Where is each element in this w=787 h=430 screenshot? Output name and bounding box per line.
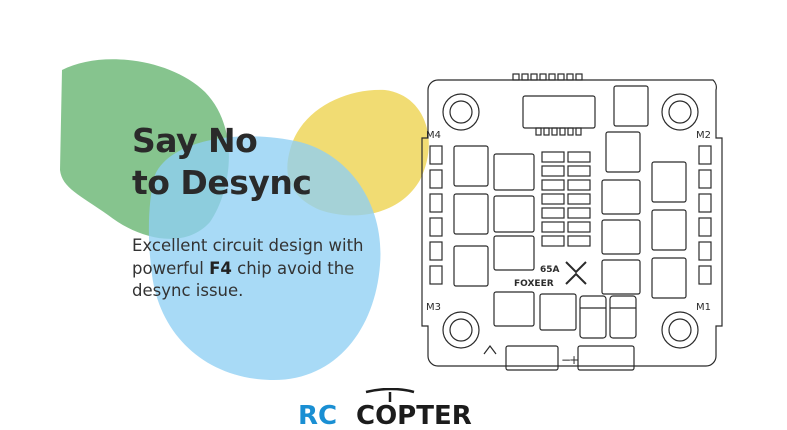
side-pads: [429, 145, 712, 285]
headline-line-1: Say No: [132, 121, 258, 160]
logo-rc-text: RC: [298, 401, 337, 430]
connector-bottom-pins: [535, 127, 582, 136]
motor-label-m1: M1: [696, 302, 711, 313]
top-right-chip: [613, 85, 649, 127]
polarity-positive: +: [569, 353, 579, 367]
foxeer-mark: [565, 261, 587, 285]
description-text: Excellent circuit design with powerful F…: [132, 235, 402, 303]
polarity-negative: −: [561, 353, 571, 367]
rc-copter-logo: RC COPTER: [298, 388, 472, 430]
micro-components: [541, 151, 591, 247]
headline: Say No to Desync: [132, 120, 312, 204]
logo-copter-text: COPTER: [356, 401, 472, 430]
arrow-mark: [483, 345, 497, 355]
description-before: Excellent circuit design with powerful: [132, 236, 364, 278]
mounting-holes: [442, 93, 699, 349]
connector-housing: [522, 95, 596, 129]
current-rating-label: 65A: [540, 265, 560, 275]
board-outline: [421, 79, 723, 367]
power-pad-negative: [505, 345, 559, 371]
description-highlight: F4: [209, 258, 232, 278]
capacitors: [579, 295, 637, 339]
headline-line-2: to Desync: [132, 163, 312, 202]
top-connector-pins: [512, 73, 583, 81]
brand-label: FOXEER: [514, 279, 554, 289]
mosfet-chips: [453, 131, 687, 331]
motor-label-m4: M4: [426, 130, 441, 141]
motor-label-m2: M2: [696, 130, 711, 141]
motor-label-m3: M3: [426, 302, 441, 313]
blue-blob: [148, 136, 381, 381]
esc-board-illustration: M4 M2 M3 M1 65A FOXEER − +: [421, 73, 723, 371]
rotor-icon: [365, 388, 415, 394]
description-after: chip avoid the desync issue.: [132, 258, 355, 301]
power-pad-positive: [577, 345, 635, 371]
